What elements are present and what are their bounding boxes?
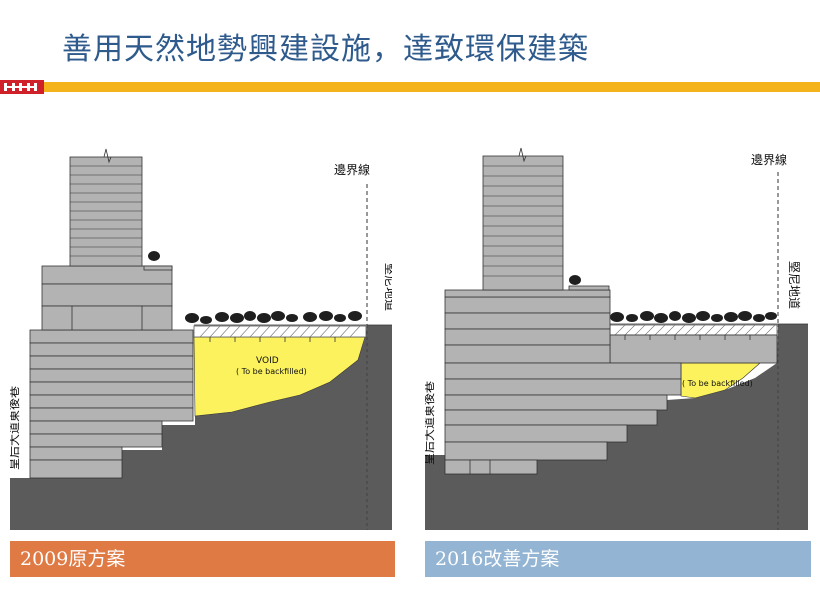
boundary-label: 邊界線: [334, 162, 370, 177]
road-left-label: 皇后大道東後巷: [425, 381, 436, 465]
page-title: 善用天然地勢興建設施，達致環保建築: [62, 32, 589, 67]
brand-marks: [0, 80, 44, 94]
section-diagram-2009: 邊界線 堅尼地道 皇后大道東後巷 VOID ( To be backfilled…: [10, 148, 392, 530]
caption-2016: 2016改善方案: [425, 541, 811, 577]
break-mark: [103, 148, 112, 164]
tree-row: [185, 311, 362, 324]
ground-mass: [10, 325, 392, 530]
boundary-label: 邊界線: [751, 152, 787, 167]
void-sublabel: ( To be backfilled): [682, 379, 753, 388]
road-left-label: 皇后大道東後巷: [10, 386, 21, 470]
tree-small: [148, 251, 160, 261]
caption-2009: 2009原方案: [10, 541, 395, 577]
void-sublabel: ( To be backfilled): [236, 367, 307, 376]
void-label: VOID: [256, 356, 279, 366]
tree-small: [569, 275, 581, 285]
road-right-label: 堅尼地道: [787, 261, 801, 309]
section-diagram-2016: 邊界線 堅尼地道 皇后大道東後巷 ( To be backfilled): [425, 147, 808, 530]
podium-slab: [193, 325, 367, 338]
road-right-label: 堅尼地道: [383, 263, 392, 311]
tree-row: [610, 311, 777, 323]
accent-bar: [44, 82, 820, 92]
break-mark: [518, 147, 527, 163]
void-fill: [193, 336, 366, 417]
